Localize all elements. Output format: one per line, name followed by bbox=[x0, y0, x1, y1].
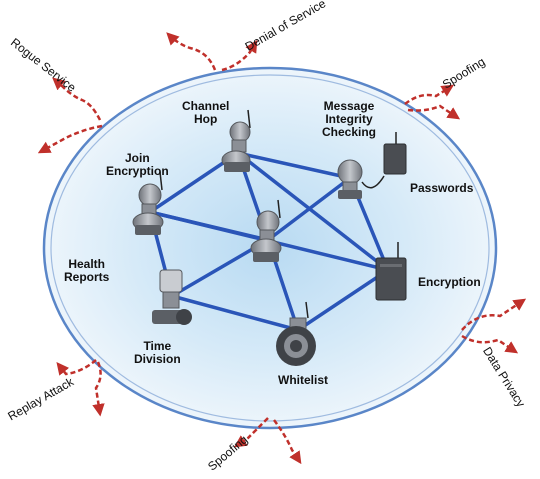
label-whitelist: Whitelist bbox=[278, 373, 328, 387]
flowmeter-whitelist bbox=[276, 301, 316, 366]
label-encryption: Encryption bbox=[418, 275, 481, 289]
link-msg-center bbox=[266, 176, 352, 242]
arrow-rogue-lower bbox=[37, 124, 103, 154]
transmitter-center bbox=[250, 199, 282, 262]
arrow-privacy-upper bbox=[461, 298, 527, 331]
arrow-dos-right bbox=[221, 39, 258, 72]
boundary-inner-rim bbox=[50, 74, 490, 422]
label-passwords: Passwords bbox=[410, 181, 474, 195]
arrow-privacy-lower bbox=[461, 334, 519, 354]
arrow-spoof-top-upper bbox=[404, 84, 455, 105]
valve-time-division bbox=[152, 269, 192, 325]
arrow-dos-left bbox=[166, 32, 217, 71]
arrow-spoof-top-lower bbox=[407, 104, 461, 120]
link-channel-hop-msg-integrity bbox=[236, 151, 352, 180]
transmitter-message-integrity bbox=[337, 159, 363, 199]
arrow-replay-upper bbox=[56, 359, 97, 376]
arrow-spoof-bottom-left bbox=[233, 417, 269, 448]
link-whitelist-encryption bbox=[296, 268, 390, 332]
gateway-passwords bbox=[361, 132, 407, 189]
transmitter-join-encryption bbox=[132, 171, 164, 235]
transmitter-channel-hop bbox=[221, 109, 251, 172]
threat-arrows bbox=[37, 32, 527, 465]
arrow-rogue-upper bbox=[52, 77, 102, 121]
arrow-spoof-bottom-right bbox=[272, 419, 302, 465]
boundary-outer-rim bbox=[42, 66, 498, 430]
link-timediv-whitelist bbox=[170, 294, 300, 332]
link-channel-hop-encryption bbox=[236, 151, 390, 272]
arrow-replay-lower bbox=[92, 361, 105, 417]
gateway-encryption bbox=[375, 242, 407, 301]
